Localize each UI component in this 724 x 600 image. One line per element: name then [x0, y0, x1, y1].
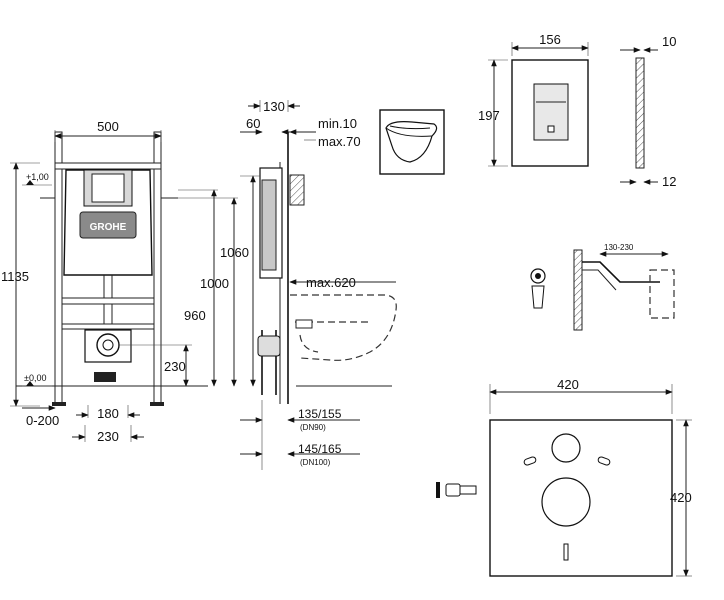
- front-view: GROHE 500 1135 +1,00: [1, 119, 238, 444]
- side-view: 130 60 min.10 max.70 1060 max.620 135/15…: [220, 99, 397, 470]
- outlet-pipe-inner: [102, 339, 114, 351]
- bolt-head: [436, 482, 440, 498]
- dim-adjust-label: 0-200: [26, 413, 59, 428]
- drain-block: [94, 372, 116, 382]
- insulation-mat-view: 420 420: [436, 377, 692, 577]
- frame-top-bar: [54, 162, 162, 170]
- frame-mid-bar: [61, 297, 155, 305]
- dim-height-label: 1135: [1, 269, 29, 284]
- bracket-wall: [573, 249, 583, 331]
- dim-mat-height-label: 420: [670, 490, 692, 505]
- cistern-side-inner: [261, 179, 277, 271]
- bowl-bolt: [295, 319, 313, 329]
- foot-left: [52, 402, 66, 406]
- dim-width-label: 500: [97, 119, 119, 134]
- frame-lower-bar: [61, 323, 155, 330]
- dim-dn90-value: 135/155: [298, 407, 342, 421]
- mat-slot-left: [523, 456, 537, 466]
- bracket-detail: 130-230: [530, 243, 675, 331]
- plate-profile: [635, 57, 645, 169]
- dim-plate-width-label: 156: [539, 32, 561, 47]
- frame-post-right: [153, 131, 162, 405]
- frame-post-left: [54, 131, 63, 405]
- wc-bowl-thumbnail: [379, 109, 445, 175]
- dim-dn90-label: (DN90): [300, 423, 326, 432]
- dim-outlet-width-label: 230: [97, 429, 119, 444]
- wall-anchor: [289, 174, 305, 206]
- bolt-shaft: [459, 485, 477, 495]
- dim-dn100-label: (DN100): [300, 458, 331, 467]
- dim-plate-depth-top-label: 10: [662, 34, 676, 49]
- dim-plate-depth-bottom-label: 12: [662, 174, 676, 189]
- dim-bowl-max-label: max.620: [306, 275, 356, 290]
- drain-bend: [257, 335, 281, 357]
- mat-hole-top: [551, 433, 581, 463]
- mat-slot-right: [597, 456, 611, 466]
- foot-right: [150, 402, 164, 406]
- brand-label-plate: [79, 211, 137, 239]
- dim-offset-label: 60: [246, 116, 260, 131]
- dim-bracket-range-label: 130-230: [604, 243, 634, 252]
- flush-plate-view: 156 197 10 12: [478, 32, 676, 189]
- bracket-dashed-cistern: [649, 269, 675, 319]
- bowl-outline: [290, 294, 397, 361]
- dim-depth-label: 130: [263, 99, 285, 114]
- wall-max-label: max.70: [318, 134, 361, 149]
- bolt-sleeve: [445, 483, 461, 497]
- dim-plate-height-label: 197: [478, 108, 500, 123]
- dim-mat-width-label: 420: [557, 377, 579, 392]
- mat-slot-bottom: [563, 543, 569, 561]
- level-top: +1,00: [26, 172, 49, 182]
- mat-hole-main: [541, 477, 591, 527]
- brand-logo: GROHE: [90, 222, 127, 233]
- flush-opening-inner: [91, 173, 125, 203]
- dim-outlet-height-label: 230: [164, 359, 186, 374]
- dim-height-1060-label: 1060: [220, 245, 249, 260]
- wall-min-label: min.10: [318, 116, 357, 131]
- dim-pipe-spacing-label: 180: [97, 406, 119, 421]
- dim-height-960-label: 960: [184, 308, 206, 323]
- dim-dn100-value: 145/165: [298, 442, 342, 456]
- level-floor: ±0,00: [24, 373, 46, 383]
- bowl-inner: [299, 334, 319, 353]
